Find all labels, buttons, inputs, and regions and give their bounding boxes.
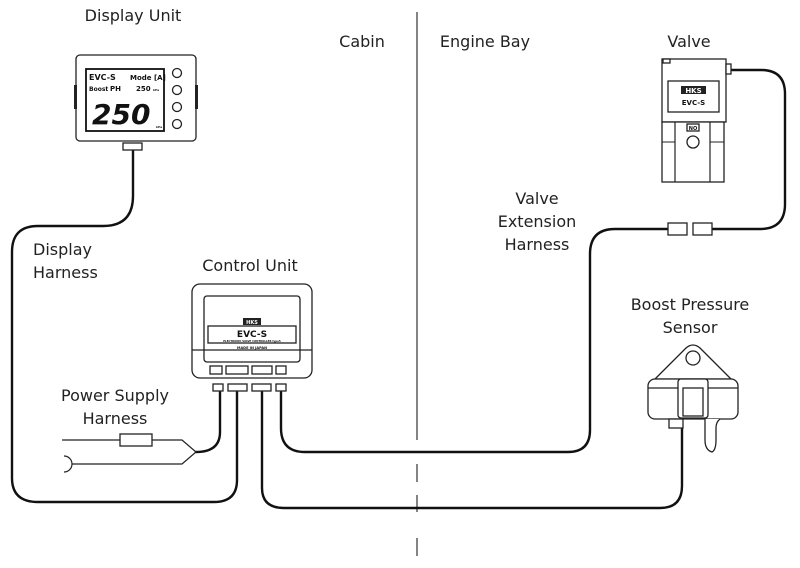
valve: HKS EVC-S NO	[661, 58, 732, 183]
label-display-harness-1: Display	[33, 240, 92, 259]
display-unit: EVC-S Mode [A] Boost PH 250 kPa 250 kPa	[74, 54, 198, 151]
display-button-2	[171, 84, 183, 96]
control-unit-logo: HKS	[246, 320, 258, 326]
display-button-4	[171, 118, 183, 130]
label-control-unit: Control Unit	[202, 256, 298, 275]
screen-ph: PH	[110, 85, 121, 93]
label-power-supply-2: Harness	[83, 409, 148, 428]
label-boost-sensor-2: Sensor	[663, 318, 718, 337]
sensor-wire	[260, 390, 684, 510]
valve-wire	[279, 227, 670, 454]
boost-pressure-sensor	[647, 344, 739, 453]
valve-extension-connector-b	[692, 222, 713, 236]
control-unit: HKS EVC-S ELECTRONIC VALVE CONTROLLER ty…	[191, 283, 313, 392]
screen-mode: Mode [A]	[130, 74, 166, 82]
label-cabin: Cabin	[339, 32, 385, 51]
label-valve-extension-2: Extension	[498, 212, 577, 231]
screen-ph-value: 250	[136, 85, 151, 93]
control-connector-valve	[275, 383, 287, 392]
power-supply-wire	[194, 390, 222, 454]
label-engine-bay: Engine Bay	[440, 32, 530, 51]
screen-brand: EVC-S	[89, 73, 116, 82]
valve-logo: HKS	[685, 87, 701, 95]
control-unit-made-in: MADE IN JAPAN	[237, 346, 267, 350]
control-connector-display	[227, 383, 248, 392]
label-display-harness-2: Harness	[33, 263, 98, 282]
valve-port-label: NO	[689, 126, 697, 132]
label-valve-extension-1: Valve	[515, 189, 558, 208]
power-supply-harness	[62, 433, 197, 473]
display-button-3	[171, 101, 183, 113]
label-valve-extension-3: Harness	[505, 235, 570, 254]
valve-extension-connector-a	[667, 222, 688, 236]
label-valve: Valve	[667, 32, 710, 51]
display-connector	[122, 142, 143, 151]
screen-unit: kPa	[153, 88, 159, 92]
control-unit-subtitle: ELECTRONIC VALVE CONTROLLER type5	[223, 339, 281, 343]
screen-boost: Boost	[89, 86, 108, 93]
display-button-1	[171, 67, 183, 79]
label-display-unit: Display Unit	[85, 6, 182, 25]
valve-model: EVC-S	[682, 99, 705, 107]
label-power-supply-1: Power Supply	[61, 386, 169, 405]
screen-main-value: 250	[92, 98, 150, 131]
display-screen	[85, 68, 165, 132]
valve-extension-wire	[710, 68, 787, 231]
control-connector-power	[212, 383, 224, 392]
display-harness-wire	[10, 148, 239, 504]
fuse-icon	[119, 433, 153, 447]
label-boost-sensor-1: Boost Pressure	[631, 295, 750, 314]
control-unit-model: EVC-S	[237, 330, 267, 340]
screen-main-unit: kPa	[156, 125, 162, 129]
control-connector-sensor	[251, 383, 272, 392]
